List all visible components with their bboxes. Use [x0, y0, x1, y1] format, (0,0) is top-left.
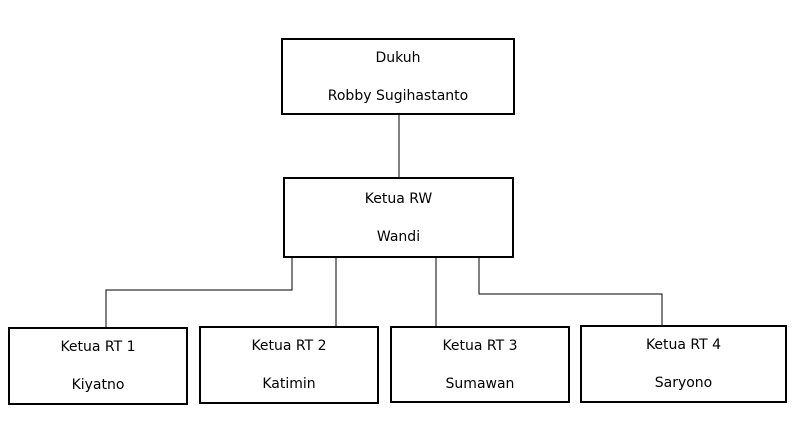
node-ketua-rt-4: Ketua RT 4 Saryono [580, 325, 787, 403]
node-dukuh-name: Robby Sugihastanto [327, 88, 469, 104]
node-dukuh: Dukuh Robby Sugihastanto [281, 38, 515, 115]
node-ketua-rt-3-role: Ketua RT 3 [442, 338, 518, 354]
node-ketua-rt-1: Ketua RT 1 Kiyatno [8, 327, 188, 405]
node-ketua-rw-role: Ketua RW [364, 191, 433, 207]
node-ketua-rt-4-role: Ketua RT 4 [645, 337, 722, 353]
connector-rw-rt1 [105, 258, 293, 327]
node-ketua-rt-2-role: Ketua RT 2 [251, 338, 327, 354]
node-ketua-rt-4-name: Saryono [654, 375, 713, 391]
node-ketua-rt-2: Ketua RT 2 Katimin [199, 326, 379, 404]
node-dukuh-role: Dukuh [375, 50, 421, 66]
node-ketua-rw: Ketua RW Wandi [283, 177, 514, 258]
node-ketua-rw-name: Wandi [376, 229, 421, 245]
node-ketua-rt-3-name: Sumawan [445, 376, 515, 392]
node-ketua-rt-2-name: Katimin [262, 376, 316, 392]
node-ketua-rt-1-role: Ketua RT 1 [60, 339, 136, 355]
node-ketua-rt-3: Ketua RT 3 Sumawan [390, 326, 570, 403]
connector-rw-rt4 [478, 258, 663, 325]
node-ketua-rt-1-name: Kiyatno [71, 377, 125, 393]
